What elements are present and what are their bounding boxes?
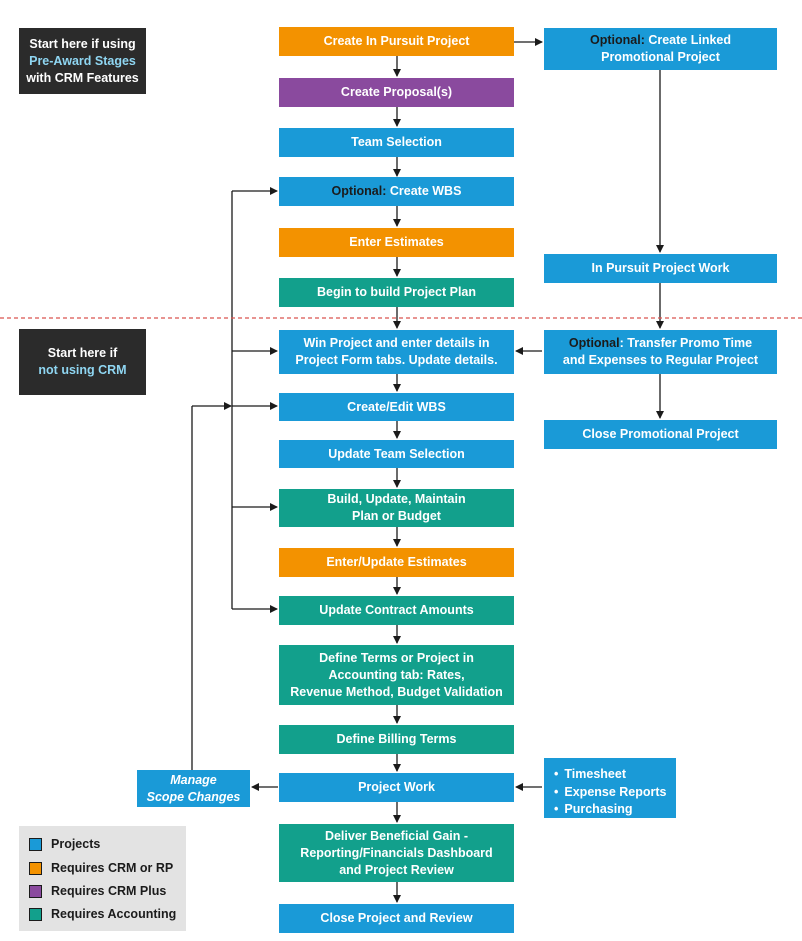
create-proposal-label: Create Proposal(s): [340, 85, 453, 99]
transfer-prefix: Optional: [568, 336, 620, 350]
legend-item-accounting: Requires Accounting: [29, 907, 176, 921]
define-billing-terms-box: Define Billing Terms: [279, 725, 514, 754]
deliver-line1: Deliver Beneficial Gain -: [324, 828, 469, 843]
legend-swatch: [29, 907, 42, 921]
legend-swatch: [29, 837, 42, 851]
win-project-box: Win Project and enter details in Project…: [279, 330, 514, 374]
transfer-line2: and Expenses to Regular Project: [562, 353, 759, 367]
project-work-label: Project Work: [358, 780, 435, 794]
build-plan-line2: Plan or Budget: [352, 509, 441, 523]
legend-item-crm-plus: Requires CRM Plus: [29, 884, 166, 898]
build-plan-line1: Build, Update, Maintain: [327, 492, 466, 506]
update-contract-label: Update Contract Amounts: [319, 603, 474, 617]
start-crm-line2: Pre-Award Stages: [29, 53, 136, 68]
enter-estimates-label: Enter Estimates: [349, 235, 444, 249]
optional-linked-promo-box: Optional: Create Linked Promotional Proj…: [544, 28, 777, 70]
pursuit-project-work-box: In Pursuit Project Work: [544, 254, 777, 283]
define-terms-line1: Define Terms or Project in: [319, 650, 474, 665]
deliver-line2: Reporting/Financials Dashboard: [300, 845, 493, 860]
deliver-gain-box: Deliver Beneficial Gain - Reporting/Fina…: [279, 824, 514, 882]
linked-line1: Create Linked: [644, 33, 731, 47]
list-item: Purchasing: [554, 801, 676, 819]
billing-terms-label: Define Billing Terms: [336, 732, 457, 746]
update-team-label: Update Team Selection: [328, 446, 465, 461]
win-project-line1: Win Project and enter details in: [303, 336, 490, 350]
work-inputs-box: Timesheet Expense Reports Purchasing: [544, 758, 676, 818]
define-terms-line3: Revenue Method, Budget Validation: [290, 684, 503, 699]
team-selection-label: Team Selection: [351, 135, 442, 149]
transfer-promo-box: Optional: Transfer Promo Time and Expens…: [544, 330, 777, 374]
list-item: Timesheet: [554, 766, 676, 784]
create-proposal-box: Create Proposal(s): [279, 78, 514, 107]
close-promo-label: Close Promotional Project: [582, 427, 739, 441]
scope-line2: Scope Changes: [146, 789, 241, 804]
win-project-line2: Project Form tabs. Update details.: [295, 353, 498, 367]
build-plan-box: Build, Update, Maintain Plan or Budget: [279, 489, 514, 527]
legend-item-crm-rp: Requires CRM or RP: [29, 861, 173, 875]
start-no-crm-line1: Start here if: [47, 346, 118, 360]
start-crm-note: Start here if using Pre-Award Stages wit…: [19, 28, 146, 94]
update-estimates-label: Enter/Update Estimates: [326, 555, 467, 569]
close-project-label: Close Project and Review: [320, 911, 473, 925]
optional-wbs-prefix: Optional:: [331, 184, 387, 198]
create-edit-wbs-box: Create/Edit WBS: [279, 393, 514, 421]
deliver-line3: and Project Review: [339, 862, 454, 877]
create-edit-wbs-label: Create/Edit WBS: [347, 399, 446, 414]
create-pursuit-project-box: Create In Pursuit Project: [279, 27, 514, 56]
update-estimates-box: Enter/Update Estimates: [279, 548, 514, 577]
legend-item-projects: Projects: [29, 837, 100, 851]
update-contract-amounts-box: Update Contract Amounts: [279, 596, 514, 625]
start-no-crm-line2: not using CRM: [38, 363, 127, 377]
legend-label: Requires Accounting: [51, 907, 177, 921]
pursuit-work-label: In Pursuit Project Work: [591, 261, 730, 275]
transfer-line1: : Transfer Promo Time: [619, 336, 753, 350]
update-team-selection-box: Update Team Selection: [279, 440, 514, 468]
legend-label: Projects: [51, 837, 101, 851]
start-no-crm-note: Start here if not using CRM: [19, 329, 146, 395]
linked-line2: Promotional Project: [601, 50, 720, 64]
legend-swatch: [29, 884, 42, 898]
linked-prefix: Optional:: [590, 33, 645, 47]
define-terms-box: Define Terms or Project in Accounting ta…: [279, 645, 514, 705]
legend-label: Requires CRM Plus: [51, 884, 167, 898]
scope-line1: Manage: [170, 772, 217, 787]
legend: Projects Requires CRM or RP Requires CRM…: [19, 826, 186, 931]
team-selection-box: Team Selection: [279, 128, 514, 157]
begin-plan-label: Begin to build Project Plan: [316, 285, 477, 299]
define-terms-line2: Accounting tab: Rates,: [328, 667, 465, 682]
optional-create-wbs-box: Optional: Create WBS: [279, 177, 514, 206]
legend-swatch: [29, 861, 42, 875]
create-pursuit-label: Create In Pursuit Project: [323, 34, 470, 48]
start-crm-line1: Start here if using: [29, 36, 136, 51]
project-work-box: Project Work: [279, 773, 514, 802]
close-promo-box: Close Promotional Project: [544, 420, 777, 449]
start-crm-line3: with CRM Features: [26, 70, 139, 85]
begin-project-plan-box: Begin to build Project Plan: [279, 278, 514, 307]
manage-scope-box: Manage Scope Changes: [137, 770, 250, 807]
close-project-box: Close Project and Review: [279, 904, 514, 933]
legend-label: Requires CRM or RP: [51, 861, 174, 875]
optional-wbs-text: Create WBS: [386, 184, 462, 198]
enter-estimates-box: Enter Estimates: [279, 228, 514, 257]
work-inputs-list: Timesheet Expense Reports Purchasing: [554, 766, 676, 819]
list-item: Expense Reports: [554, 784, 676, 802]
